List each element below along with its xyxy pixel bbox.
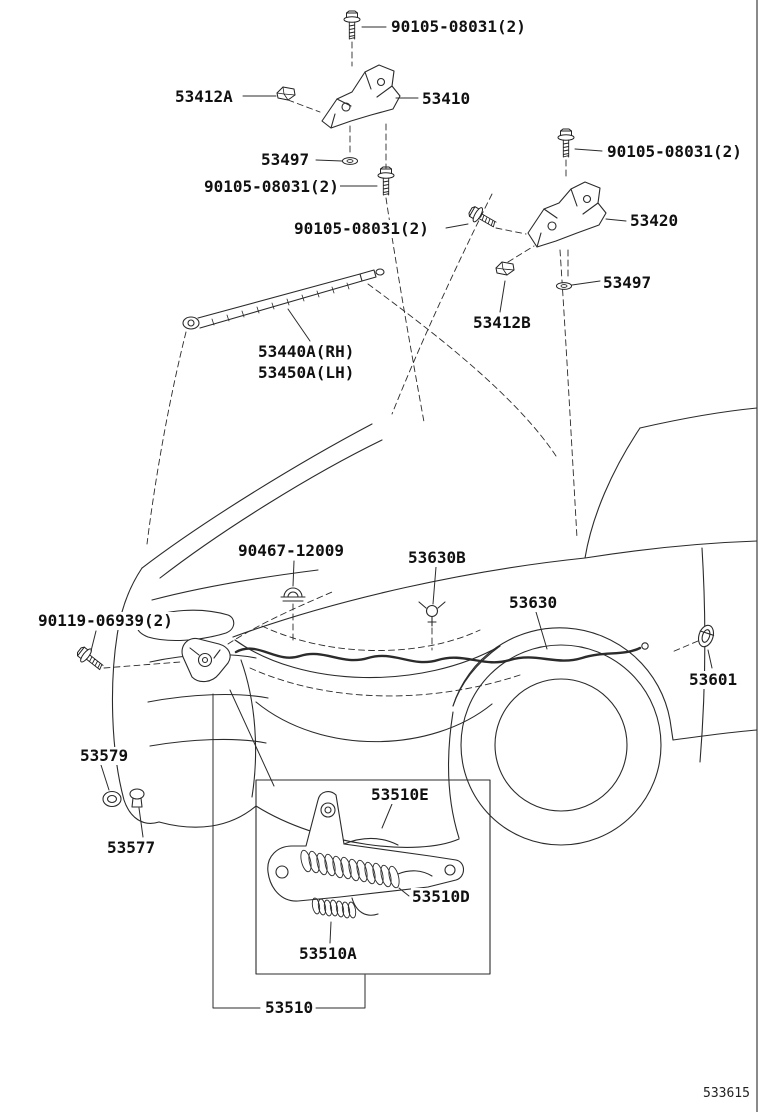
front-wheel — [460, 644, 662, 846]
part-label-53510e: 53510E — [370, 785, 430, 805]
part-label-53420: 53420 — [629, 211, 680, 231]
part-label-53510a: 53510A — [298, 944, 358, 964]
part-label-53412b: 53412B — [472, 313, 532, 333]
part-label-53579: 53579 — [79, 746, 130, 766]
cable-clamp-90467-drawing — [280, 587, 306, 602]
part-label-90467-12009: 90467-12009 — [237, 541, 345, 561]
part-label-53497-right: 53497 — [602, 273, 653, 293]
diagram-code: 533615 — [702, 1086, 751, 1102]
part-label-90105-08031-right-lower: 90105-08031(2) — [293, 219, 430, 239]
washer-53497-icon-left — [341, 157, 359, 165]
hood-hinge-53410-drawing — [321, 64, 401, 129]
part-label-53577: 53577 — [106, 838, 157, 858]
part-label-53440a-rh: 53440A(RH) — [257, 342, 356, 362]
part-label-53601: 53601 — [688, 670, 739, 690]
grommet-53601-drawing — [697, 624, 715, 648]
bolt-90105-icon-top — [343, 10, 361, 40]
clip-53577-drawing — [129, 788, 145, 808]
part-label-90119-06939: 90119-06939(2) — [37, 611, 174, 631]
part-label-53410: 53410 — [421, 89, 472, 109]
bolt-90105-icon-right-upper — [557, 128, 575, 158]
cable-clip-53630b-drawing — [418, 601, 446, 627]
lock-spring-53510a — [311, 897, 357, 919]
car-body-outline — [111, 407, 758, 848]
bolt-90105-icon-right-lower — [465, 203, 500, 232]
hood-latch-drawing — [181, 637, 231, 683]
plug-53579-drawing — [102, 790, 122, 808]
part-label-53630b: 53630B — [407, 548, 467, 568]
lock-spring-53510e — [300, 849, 400, 889]
hood-release-cable-53630-drawing — [234, 642, 649, 664]
part-label-90105-08031-right-upper: 90105-08031(2) — [606, 142, 743, 162]
hood-lock-detail-box — [255, 779, 491, 975]
part-label-53510: 53510 — [264, 998, 315, 1018]
part-label-53412a: 53412A — [174, 87, 234, 107]
clip-53412b-icon — [495, 261, 515, 276]
hood-lock-assembly-53510-drawing — [267, 791, 465, 919]
washer-53497-icon-right — [555, 282, 573, 290]
part-label-53510d: 53510D — [411, 887, 471, 907]
part-label-53630: 53630 — [508, 593, 559, 613]
part-label-90105-08031-left: 90105-08031(2) — [203, 177, 340, 197]
bolt-90119-icon — [73, 643, 107, 675]
assembly-dashed-lines — [103, 41, 699, 697]
bolt-90105-icon-left-lower — [377, 166, 395, 196]
part-label-90105-08031-top: 90105-08031(2) — [390, 17, 527, 37]
hood-hinge-53420-drawing — [527, 181, 607, 248]
part-label-53497-left: 53497 — [260, 150, 311, 170]
hood-support-rod-53440-drawing — [182, 268, 385, 330]
clip-53412a-icon — [276, 86, 296, 101]
leader-lines — [90, 26, 713, 1009]
part-label-53450a-lh: 53450A(LH) — [257, 363, 356, 383]
